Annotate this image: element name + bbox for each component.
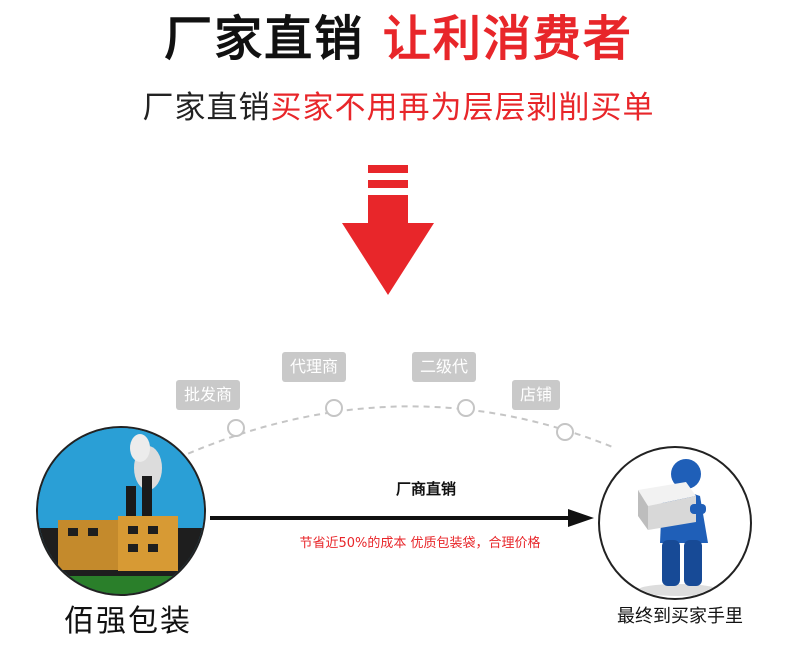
direct-sales-benefit: 节省近50%的成本 优质包装袋，合理价格 [299,536,541,551]
headline-part1: 厂家直销 [164,11,365,67]
chain-node-2 [325,399,343,417]
chain-label-agent: 代理商 [282,352,347,382]
person-carrying-box-icon [598,446,752,600]
factory-icon [36,426,206,596]
arrow-bar-2 [368,180,408,188]
middleman-arc [177,405,616,459]
subheadline: 厂家直销买家不用再为层层剥削买单 [0,86,797,130]
chain-node-4 [556,423,574,441]
direct-sales-label: 厂商直销 [395,480,456,498]
buyer-label: 最终到买家手里 [617,606,743,627]
direct-arrow-head [568,509,594,527]
headline-part2: 让利消费者 [382,11,633,67]
subheadline-part2: 买家不用再为层层剥削买单 [270,90,655,126]
company-name: 佰强包装 [64,604,192,639]
arrow-stem [368,195,408,225]
chain-label-sub-agent: 二级代 [412,352,477,382]
arrow-bar-1 [368,165,408,173]
chain-label-store: 店铺 [512,380,561,410]
headline: 厂家直销 让利消费者 [0,8,797,70]
arrow-head [342,223,434,295]
subheadline-part1: 厂家直销 [142,90,271,126]
chain-node-3 [457,399,475,417]
chain-label-wholesaler: 批发商 [176,380,241,410]
chain-node-1 [227,419,245,437]
